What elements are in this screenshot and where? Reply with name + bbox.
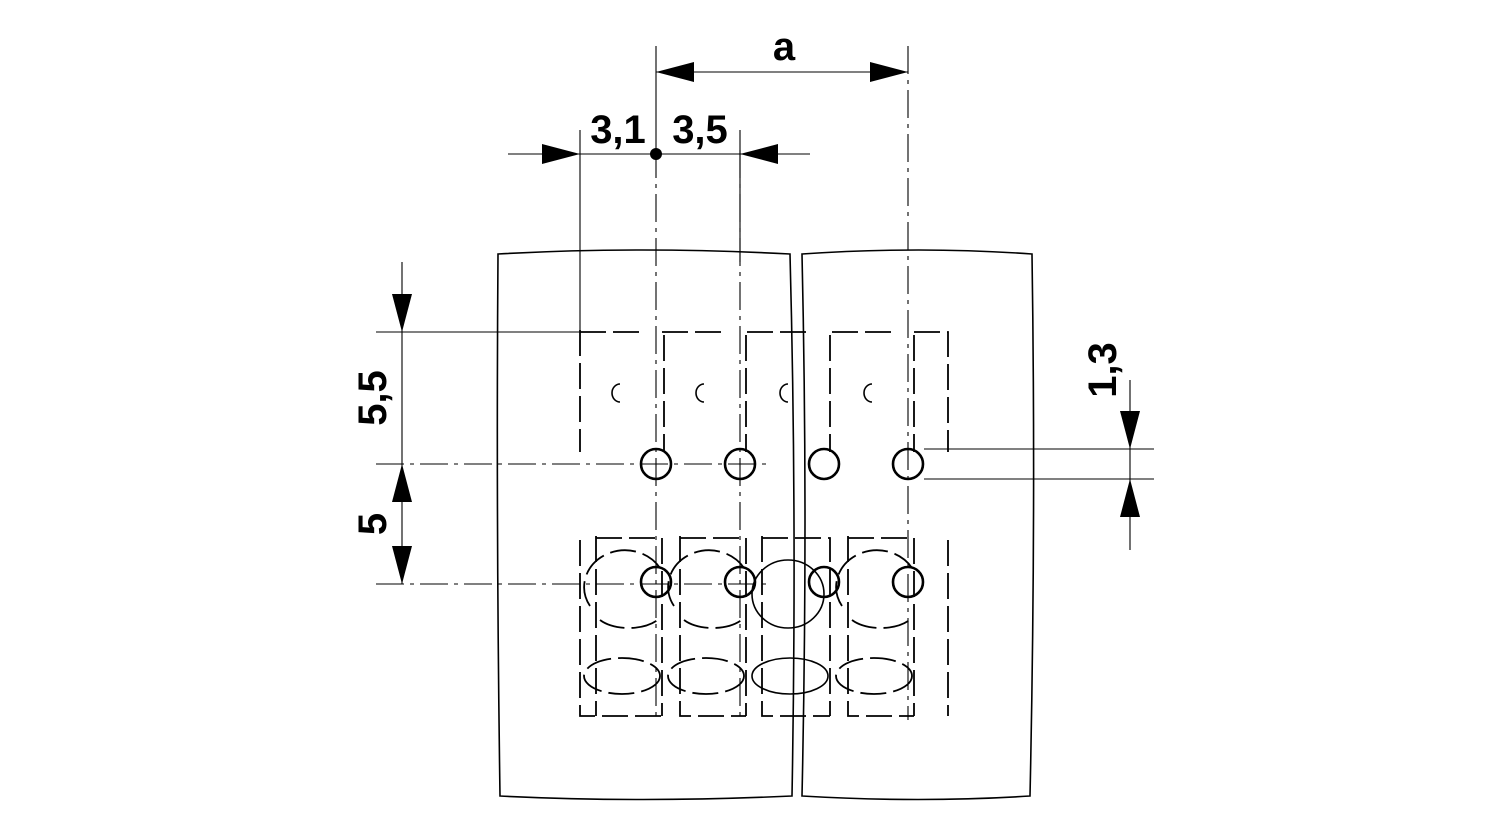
hole	[891, 565, 925, 599]
dimension-row-spacing: 5,5 5	[351, 262, 412, 584]
upper-contact-arcs	[611, 383, 873, 403]
dimension-offsets: 3,1 3,5	[508, 108, 810, 164]
hole	[807, 447, 841, 481]
lower-clamp-ellipses	[583, 549, 913, 695]
hole	[723, 447, 757, 481]
hole	[639, 447, 673, 481]
dimension-lower-spacing-label: 5	[351, 513, 395, 535]
dimension-upper-spacing-label: 5,5	[351, 370, 395, 426]
lower-hole-row	[639, 565, 925, 599]
extension-lines	[376, 46, 1154, 585]
dimension-hole-diameter: 1,3	[1081, 342, 1140, 550]
dimension-left-offset-label: 3,1	[590, 108, 646, 152]
upper-pockets	[579, 330, 949, 452]
dimension-hole-diameter-label: 1,3	[1081, 342, 1125, 398]
hole	[639, 565, 673, 599]
dimension-right-offset-label: 3,5	[672, 108, 728, 152]
upper-hole-row	[639, 447, 925, 481]
housing-right-outline	[801, 249, 1035, 801]
hole	[891, 447, 925, 481]
dimension-a-label: a	[773, 25, 796, 69]
housing-left-outline	[496, 249, 795, 801]
dimension-a: a	[656, 25, 908, 82]
hole	[723, 565, 757, 599]
lower-pockets	[579, 536, 949, 717]
hole	[807, 565, 841, 599]
